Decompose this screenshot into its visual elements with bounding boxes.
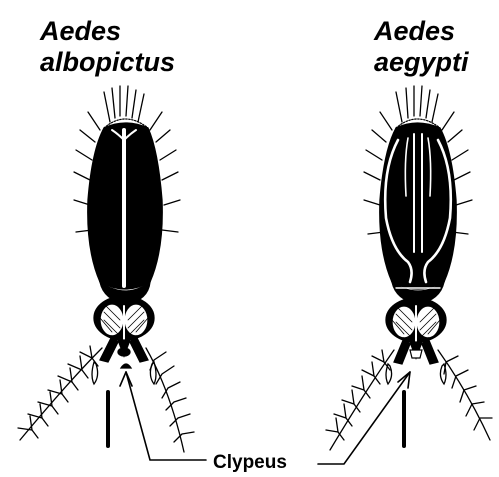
head (386, 298, 446, 342)
clypeus-albopictus (118, 348, 130, 356)
antenna-right (438, 350, 492, 440)
clypeus-aegypti (410, 350, 422, 358)
scutum (380, 123, 457, 289)
mosquito-albopictus (18, 86, 206, 460)
antenna-left (326, 350, 394, 450)
antenna-left (18, 346, 102, 440)
clypeus-label: Clypeus (213, 452, 287, 474)
mosquito-aegypti (318, 86, 492, 464)
antenna-right (146, 348, 194, 452)
head (94, 296, 154, 340)
